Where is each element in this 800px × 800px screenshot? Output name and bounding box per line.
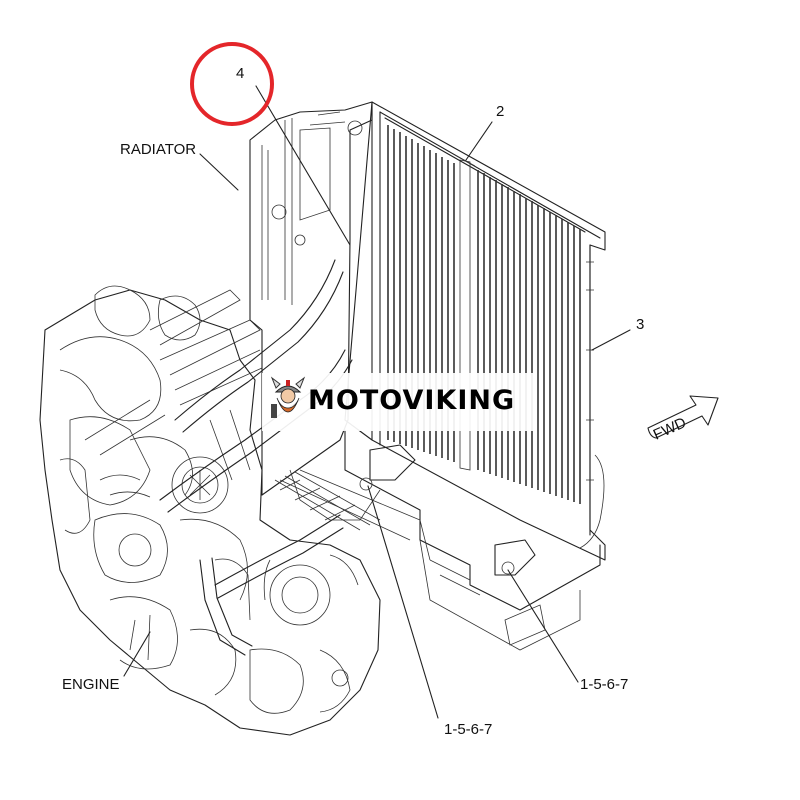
callout-radiator: RADIATOR (120, 141, 196, 158)
callout-part-4: 4 (236, 65, 244, 82)
fan-edge (579, 454, 605, 549)
fwd-label: FWD (651, 414, 689, 443)
callout-part-1567-right: 1-5-6-7 (580, 676, 628, 693)
callout-engine: ENGINE (62, 676, 120, 693)
leader-lines (123, 85, 631, 719)
callout-part-3: 3 (636, 316, 644, 333)
callout-part-2: 2 (496, 103, 504, 120)
watermark-banner (262, 373, 536, 431)
radiator-drawing (249, 101, 606, 651)
viking-logo-icon (270, 376, 306, 418)
radiator-core-fins (387, 125, 581, 504)
watermark-text: MOTOVIKING (308, 385, 516, 416)
engine-drawing (39, 259, 381, 736)
callout-part-1567-bottom: 1-5-6-7 (444, 721, 492, 738)
forward-direction-arrow: FWD (647, 395, 719, 444)
highlight-circle (190, 42, 274, 126)
